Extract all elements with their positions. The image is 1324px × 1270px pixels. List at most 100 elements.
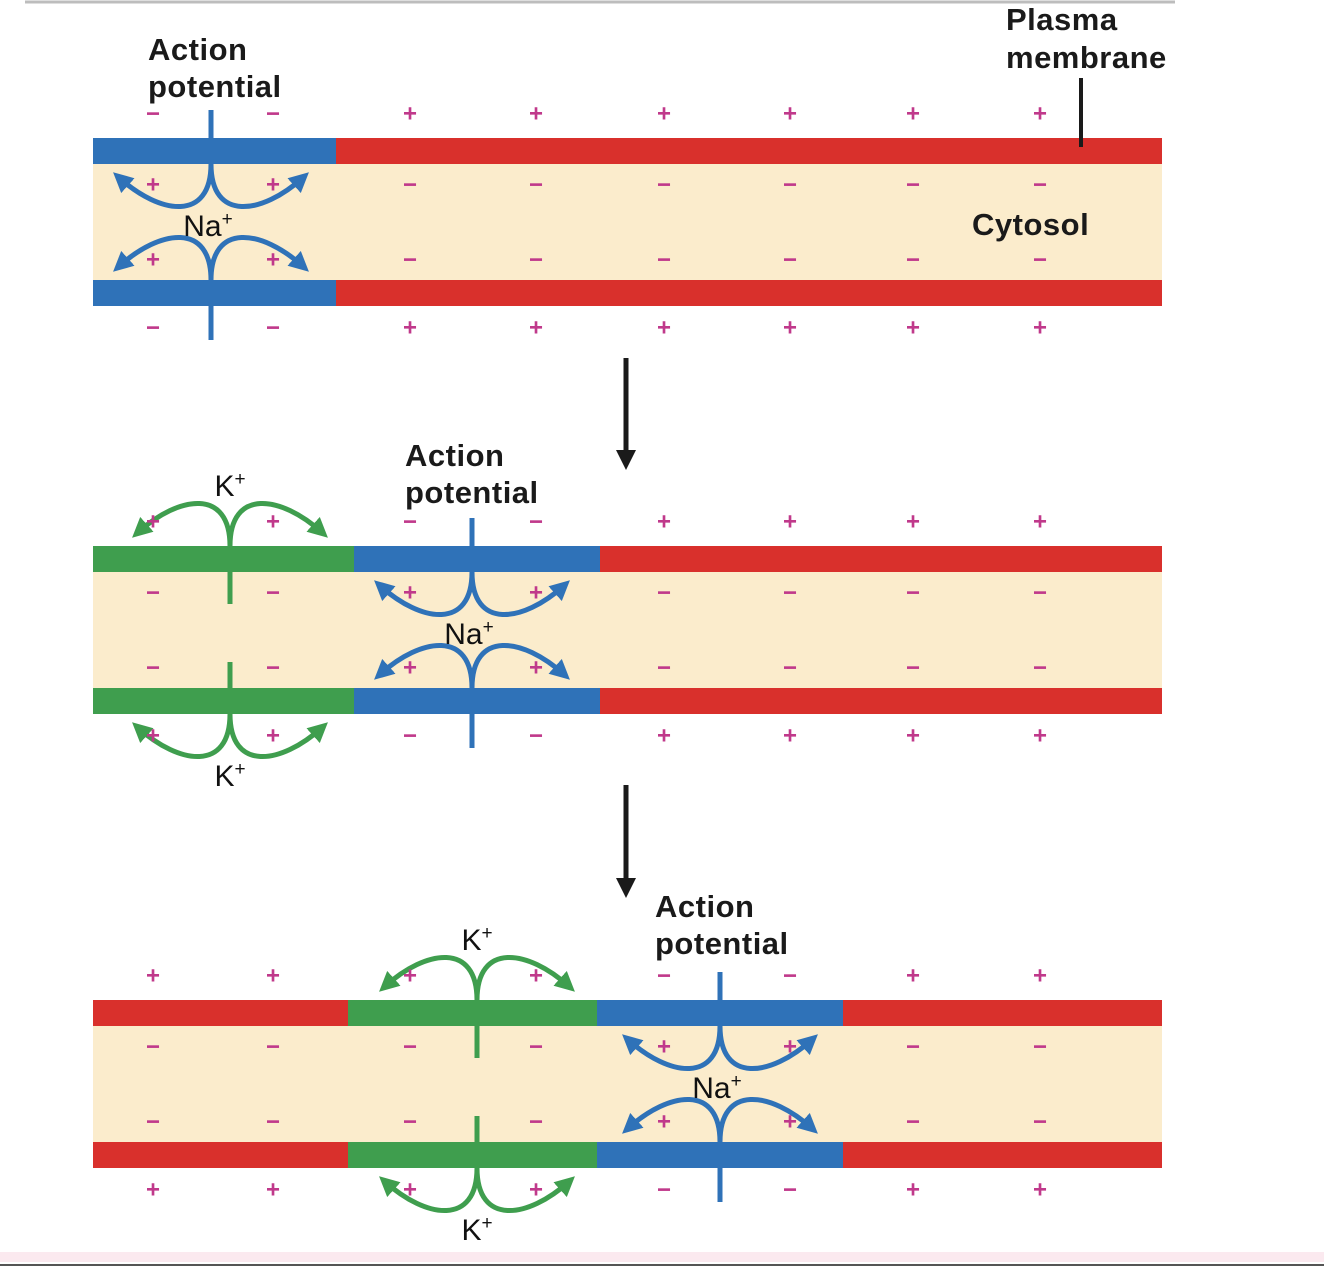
panel-1-outer-bottom-charge: + [403, 315, 417, 342]
panel-1-inner-top-charge: + [266, 172, 280, 199]
panel-2-k-bottom-label: K+ [214, 759, 245, 793]
panel-3-inner-top-charge: − [529, 1034, 543, 1061]
panel-1-outer-top-charge: + [783, 101, 797, 128]
panel-2-outer-bottom-charge: + [783, 723, 797, 750]
panel-1-na-top-arrow-right [208, 163, 309, 209]
panel-2-bottom-membrane-depolarized-1 [354, 688, 600, 714]
panel-3-outer-top-charge: − [657, 963, 671, 990]
action-potential-label-3: Action potential [655, 889, 789, 961]
panel-2-top-membrane-depolarized-1 [354, 546, 600, 572]
panel-3-outer-top-charge: + [1033, 963, 1047, 990]
panel-1-outer-bottom-charge: + [906, 315, 920, 342]
panel-3-bottom-membrane-resting-0 [93, 1142, 348, 1168]
panel-3-na-top-arrow-left [622, 1025, 723, 1071]
panel-2-k-top-label: K+ [214, 469, 245, 503]
panel-2-na-bottom-arrow-right [469, 643, 570, 689]
panel-2-inner-top-charge: − [783, 580, 797, 607]
panel-1-outer-top-charge: + [529, 101, 543, 128]
panel-2-cytosol [93, 546, 1162, 714]
panel-2-inner-bottom-charge: + [403, 655, 417, 682]
panel-1-inner-bottom-charge: + [266, 247, 280, 274]
panel-1-top-membrane-resting-1 [336, 138, 1162, 164]
panel-3-inner-top-charge: + [783, 1034, 797, 1061]
panel-2-outer-top-charge: + [1033, 509, 1047, 536]
panel-2-outer-top-charge: − [529, 509, 543, 536]
panel-2-inner-bottom-charge: − [146, 655, 160, 682]
panel-1-outer-bottom-charge: + [529, 315, 543, 342]
panel-2-top-membrane-repolarizing-0 [93, 546, 354, 572]
potential-line: potential [148, 69, 282, 104]
panel-3-k-top-label: K+ [461, 923, 492, 957]
panel-1-inner-bottom-charge: − [906, 247, 920, 274]
panel-2-outer-bottom-charge: − [529, 723, 543, 750]
potential-line: potential [655, 926, 789, 961]
panel-1-inner-top-charge: − [906, 172, 920, 199]
action-potential-label-2: Action potential [405, 438, 539, 510]
panel-1-top-membrane-depolarized-0 [93, 138, 336, 164]
panel-1-outer-bottom-charge: − [146, 315, 160, 342]
panel-3-inner-top-charge: − [403, 1034, 417, 1061]
panel-3-outer-bottom-charge: + [403, 1177, 417, 1204]
panel-3-k-top-arrow-left [379, 955, 480, 1001]
panel-3-outer-bottom-charge: + [906, 1177, 920, 1204]
panel-3-outer-top-charge: + [266, 963, 280, 990]
panel-2-inner-top-charge: − [657, 580, 671, 607]
panel-2-outer-bottom-charge: + [1033, 723, 1047, 750]
action-potential-label-1: Action potential [148, 32, 282, 104]
panel-3-outer-top-charge: + [906, 963, 920, 990]
panel-1-inner-top-charge: − [783, 172, 797, 199]
panel-3-na-bottom-arrow-left [622, 1097, 723, 1143]
panel-3-outer-bottom-charge: − [657, 1177, 671, 1204]
panel-3-inner-bottom-charge: − [1033, 1109, 1047, 1136]
panel-3-outer-bottom-charge: + [529, 1177, 543, 1204]
panel-2-inner-top-charge: − [906, 580, 920, 607]
panel-3-cytosol [93, 1000, 1162, 1168]
panel-2-na-bottom-arrow-left [374, 643, 475, 689]
panel-3-inner-bottom-charge: − [266, 1109, 280, 1136]
panel-3-k-bottom-label: K+ [461, 1213, 492, 1247]
panel-3-k-bottom-arrow-left [379, 1167, 480, 1213]
panel-2-inner-bottom-charge: − [906, 655, 920, 682]
panel-2-inner-top-charge: − [1033, 580, 1047, 607]
panel-2-na-top-arrow-right [469, 571, 570, 617]
panel-2-inner-bottom-charge: − [266, 655, 280, 682]
plasma-membrane-label: Plasma membrane [1006, 2, 1167, 75]
panel-1-inner-top-charge: − [1033, 172, 1047, 199]
action-line: Action [148, 32, 247, 67]
panel-1-inner-bottom-charge: − [657, 247, 671, 274]
panel-3-na-top-arrow-right [717, 1025, 818, 1071]
panel-1-outer-top-charge: + [906, 101, 920, 128]
panel-2-na-top-arrow-left [374, 571, 475, 617]
panel-1-inner-bottom-charge: + [146, 247, 160, 274]
panel-2-inner-bottom-charge: − [1033, 655, 1047, 682]
panel-2-outer-bottom-charge: − [403, 723, 417, 750]
panel-3-top-membrane-resting-3 [843, 1000, 1162, 1026]
panel-2-outer-top-charge: + [657, 509, 671, 536]
panel-3-outer-bottom-charge: + [1033, 1177, 1047, 1204]
panel-1-cytosol [93, 138, 1162, 306]
panel-3-outer-top-charge: + [529, 963, 543, 990]
panel-3-inner-top-charge: − [906, 1034, 920, 1061]
panel-1-inner-bottom-charge: − [783, 247, 797, 274]
panel-2-outer-top-charge: + [146, 509, 160, 536]
panel-1-outer-bottom-charge: + [783, 315, 797, 342]
panel-2-outer-top-charge: + [783, 509, 797, 536]
action-line: Action [655, 889, 754, 924]
panel-1-outer-top-charge: + [1033, 101, 1047, 128]
panel-1-outer-top-charge: + [657, 101, 671, 128]
panel-2-bottom-membrane-resting-2 [600, 688, 1162, 714]
potential-line: potential [405, 475, 539, 510]
bottom-frame-band [0, 1252, 1324, 1262]
panel-2-outer-bottom-charge: + [657, 723, 671, 750]
panel-3-inner-top-charge: − [266, 1034, 280, 1061]
panel-2-na-label: Na+ [444, 617, 493, 651]
panel-3-inner-bottom-charge: + [783, 1109, 797, 1136]
panel-3-na-bottom-arrow-right [717, 1097, 818, 1143]
membrane-line: membrane [1006, 40, 1167, 75]
panel-3-bottom-membrane-repolarizing-1 [348, 1142, 597, 1168]
panel-1-na-bottom-arrow-right [208, 235, 309, 281]
panel-3-na-label: Na+ [692, 1071, 741, 1105]
panel-1-bottom-membrane-depolarized-0 [93, 280, 336, 306]
panel-3-inner-top-charge: − [1033, 1034, 1047, 1061]
